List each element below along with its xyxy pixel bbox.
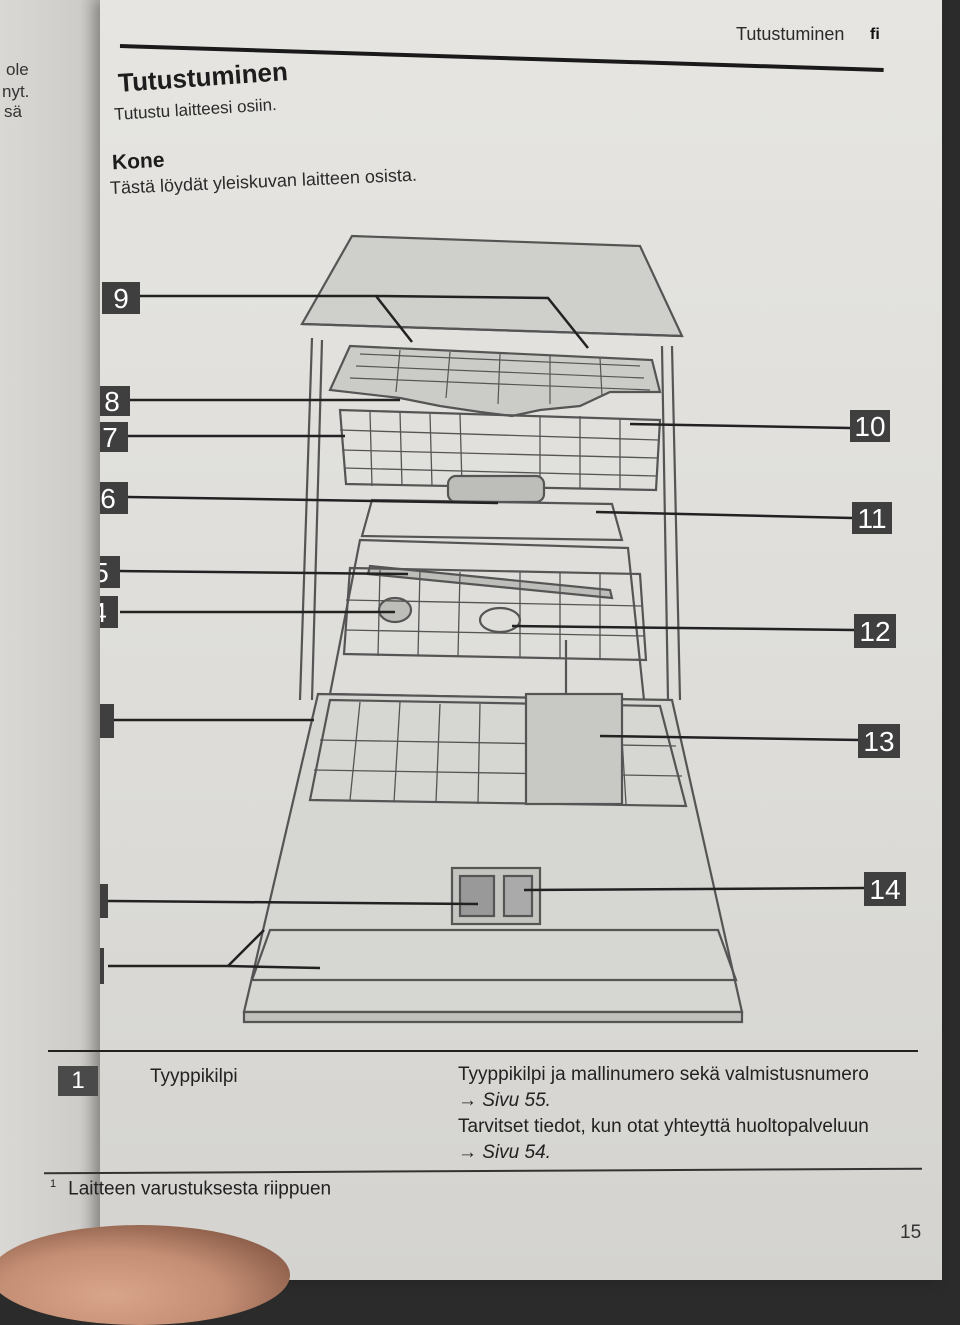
callout-8: 8 [100, 386, 130, 417]
cutlery-basket [524, 692, 624, 806]
legend-name: Tyyppikilpi [150, 1066, 238, 1087]
callout-6: 6 [100, 482, 128, 514]
footnote: 1 Laitteen varustuksesta riippuen [50, 1178, 331, 1200]
svg-text:14: 14 [869, 874, 900, 905]
callout-1: 1 [100, 948, 104, 984]
callout-3: 3 [100, 704, 114, 738]
finger [0, 1225, 290, 1325]
page-reference-link[interactable]: → Sivu 54. [458, 1142, 551, 1163]
callout-2: 2 [100, 884, 108, 918]
prev-page-text: nyt. [2, 82, 30, 101]
callout-11: 11 [852, 502, 892, 534]
legend-description: Tyyppikilpi ja mallinumero sekä valmistu… [458, 1062, 869, 1166]
svg-text:12: 12 [859, 616, 890, 647]
legend-number: 1 [58, 1066, 98, 1096]
footnote-text: Laitteen varustuksesta riippuen [68, 1178, 332, 1200]
callout-10: 10 [850, 410, 890, 442]
cutlery-tray [328, 344, 662, 418]
door [242, 692, 744, 1014]
svg-text:13: 13 [863, 726, 894, 757]
page-number: 15 [900, 1222, 922, 1243]
svg-text:11: 11 [857, 503, 886, 534]
prev-page-text: sä [4, 102, 22, 121]
svg-text:7: 7 [102, 422, 118, 453]
callout-4: 4 [100, 596, 118, 628]
svg-text:8: 8 [104, 386, 120, 417]
callout-7: 7 [100, 422, 128, 453]
legend-rule [44, 1167, 922, 1175]
svg-text:4: 4 [100, 597, 107, 628]
callout-9: 9 [102, 282, 140, 314]
svg-text:6: 6 [100, 483, 116, 514]
legend-desc-line: Tyyppikilpi ja mallinumero sekä valmistu… [458, 1064, 869, 1085]
callout-12: 12 [854, 614, 896, 648]
callout-5: 5 [100, 556, 120, 588]
callout-14: 14 [864, 872, 906, 906]
manual-page: Tutustuminen fi Tutustuminen Tutustu lai… [44, 0, 942, 1280]
legend-desc-line: Tarvitset tiedot, kun otat yhteyttä huol… [458, 1116, 869, 1137]
dishwasher-diagram: 9 8 7 6 5 4 3 2 1 10 11 12 13 14 [100, 234, 906, 1024]
svg-text:5: 5 [100, 557, 109, 588]
worktop [300, 234, 684, 338]
footnote-mark: 1 [50, 1178, 57, 1190]
svg-text:9: 9 [113, 283, 129, 314]
svg-text:10: 10 [854, 411, 885, 442]
lower-spray-arm [366, 564, 614, 600]
svg-text:3: 3 [100, 706, 101, 737]
running-header: Tutustuminen [736, 24, 845, 44]
page-reference-link[interactable]: → Sivu 55. [458, 1090, 551, 1111]
upper-spray-arm [446, 474, 546, 504]
callout-13: 13 [858, 724, 900, 758]
legend-rule [48, 1050, 918, 1052]
language-code: fi [870, 26, 880, 43]
previous-page: ole nyt. sä [0, 0, 112, 1280]
prev-page-text: ole [6, 60, 29, 79]
